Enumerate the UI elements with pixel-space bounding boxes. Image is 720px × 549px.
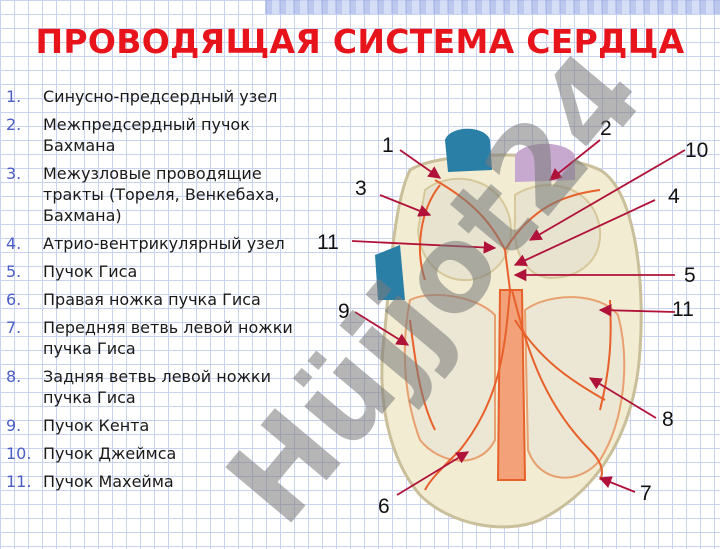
left-ventricle xyxy=(523,296,626,479)
callout-label: 5 xyxy=(684,264,696,287)
legend-number: 4. xyxy=(6,234,22,253)
legend-text: Синусно-предсердный узел xyxy=(43,87,278,106)
heart-diagram: 1 2 10 3 4 11 5 9 11 8 7 6 xyxy=(317,117,708,529)
aorta xyxy=(445,128,492,172)
legend-text: Правая ножка пучка Гиса xyxy=(43,290,261,309)
callout-label: 8 xyxy=(662,408,674,431)
septum xyxy=(496,289,527,481)
legend-number: 6. xyxy=(6,290,22,309)
decorative-top-bar xyxy=(265,0,720,14)
callout-label: 9 xyxy=(338,300,350,323)
vena-cava xyxy=(375,245,405,300)
callout-label: 7 xyxy=(640,482,652,505)
legend-number: 11. xyxy=(6,472,32,491)
callout-label: 10 xyxy=(685,139,708,162)
legend-number: 9. xyxy=(6,416,22,435)
legend-item: 7. Передняя ветвь левой ножки пучка Гиса xyxy=(0,317,308,359)
legend-number: 8. xyxy=(6,367,22,386)
legend-item: 4. Атрио-вентрикулярный узел xyxy=(0,233,308,254)
legend-item: 11. Пучок Махейма xyxy=(0,471,308,492)
legend-item: 5. Пучок Гиса xyxy=(0,261,308,282)
legend-item: 3. Межузловые проводящие тракты (Тореля, … xyxy=(0,163,308,226)
legend-item: 2. Межпредсердный пучок Бахмана xyxy=(0,114,308,156)
callout-label: 3 xyxy=(355,177,367,200)
legend-number: 7. xyxy=(6,318,22,337)
legend-text: Пучок Кента xyxy=(43,416,150,435)
legend-number: 1. xyxy=(6,87,22,106)
callout-label: 1 xyxy=(382,134,394,157)
legend-item: 9. Пучок Кента xyxy=(0,415,308,436)
callout-label: 11 xyxy=(317,231,339,254)
callout-label: 11 xyxy=(672,298,694,321)
legend-number: 3. xyxy=(6,164,22,183)
legend-number: 5. xyxy=(6,262,22,281)
legend-list: 1. Синусно-предсердный узел 2. Межпредсерд… xyxy=(0,86,308,499)
pulmonary-vein xyxy=(515,143,575,182)
legend-text: Межпредсердный пучок Бахмана xyxy=(43,115,250,155)
legend-item: 8. Задняя ветвь левой ножки пучка Гиса xyxy=(0,366,308,408)
legend-text: Пучок Махейма xyxy=(43,472,174,491)
legend-text: Пучок Гиса xyxy=(43,262,138,281)
legend-item: 1. Синусно-предсердный узел xyxy=(0,86,308,107)
legend-item: 10. Пучок Джеймса xyxy=(0,443,308,464)
legend-text: Межузловые проводящие тракты (Тореля, Ве… xyxy=(43,164,280,225)
legend-number: 2. xyxy=(6,115,22,134)
legend-text: Атрио-вентрикулярный узел xyxy=(43,234,285,253)
callout-label: 2 xyxy=(600,117,612,140)
callout-arrows xyxy=(351,139,686,496)
callout-label: 4 xyxy=(668,185,680,208)
legend-text: Пучок Джеймса xyxy=(43,444,177,463)
legend-item: 6. Правая ножка пучка Гиса xyxy=(0,289,308,310)
conduction-pathways xyxy=(409,179,612,491)
legend-text: Задняя ветвь левой ножки пучка Гиса xyxy=(43,367,271,407)
page-title: ПРОВОДЯЩАЯ СИСТЕМА СЕРДЦА xyxy=(35,22,685,61)
legend-text: Передняя ветвь левой ножки пучка Гиса xyxy=(43,318,293,358)
right-atrium xyxy=(416,177,512,282)
legend-number: 10. xyxy=(6,444,32,463)
callout-label: 6 xyxy=(378,495,390,518)
